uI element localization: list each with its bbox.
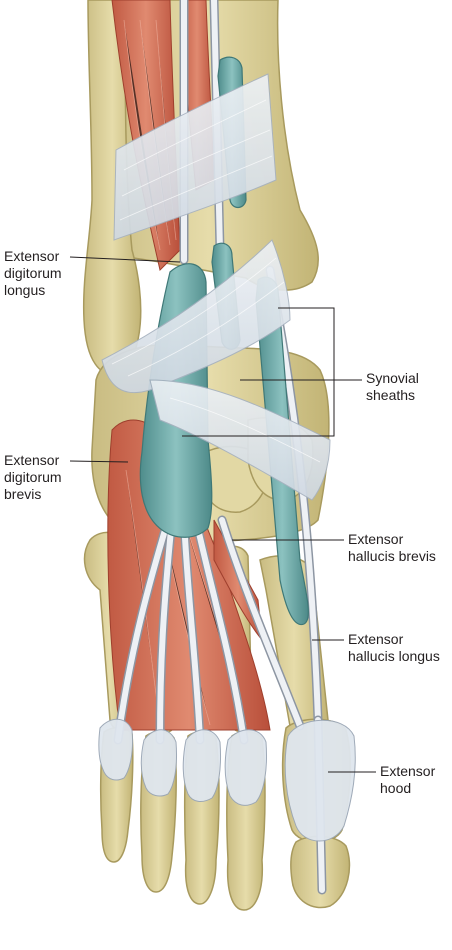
inferior-extensor-retinaculum-lower bbox=[149, 379, 331, 501]
leader-edb bbox=[69, 460, 129, 463]
superior-extensor-retinaculum bbox=[113, 73, 277, 241]
leader-lines bbox=[69, 256, 376, 773]
label-extensor-digitorum-longus: Extensor digitorum longus bbox=[4, 248, 62, 298]
label-extensor-hallucis-brevis: Extensor hallucis brevis bbox=[348, 531, 436, 564]
extensor-hoods bbox=[98, 718, 356, 842]
label-extensor-hallucis-longus: Extensor hallucis longus bbox=[348, 631, 440, 664]
label-extensor-digitorum-brevis: Extensor digitorum brevis bbox=[4, 452, 62, 502]
retinaculum-fibers bbox=[111, 99, 321, 463]
leader-synovial-bracket bbox=[182, 307, 335, 437]
leader-edl bbox=[69, 256, 181, 263]
retinacula bbox=[101, 73, 331, 501]
label-extensor-hood: Extensor hood bbox=[380, 763, 436, 796]
inferior-extensor-retinaculum-upper bbox=[101, 239, 291, 394]
label-synovial-sheaths: Synovial sheaths bbox=[366, 370, 419, 403]
hood-hallux bbox=[284, 719, 356, 842]
